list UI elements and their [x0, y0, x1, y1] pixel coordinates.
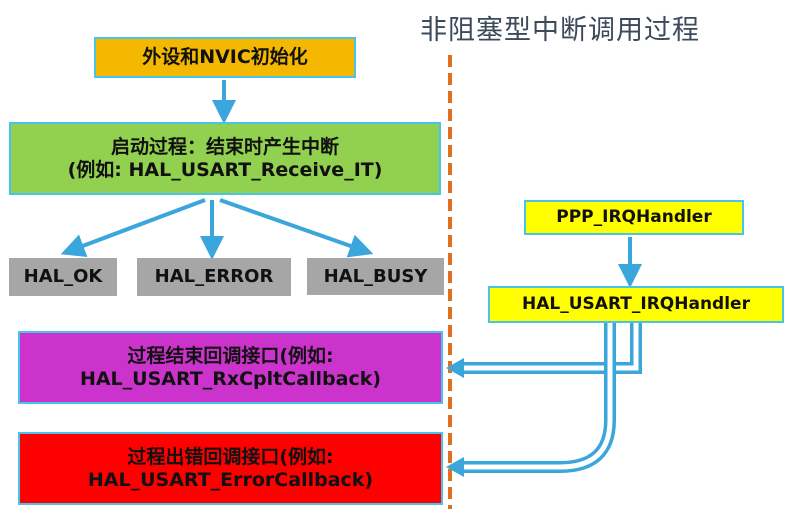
cplt-callback-line2: HAL_USART_RxCpltCallback): [79, 367, 382, 390]
usart-irq-box: HAL_USART_IRQHandler: [488, 286, 784, 323]
arrow-start-to-busy: [219, 198, 374, 258]
arrowhead-err: [446, 457, 464, 477]
usart-irq-label: HAL_USART_IRQHandler: [522, 294, 750, 315]
init-label: 外设和NVIC初始化: [142, 46, 308, 69]
error-callback-box: 过程出错回调接口(例如: HAL_USART_ErrorCallback): [18, 432, 443, 505]
init-box: 外设和NVIC初始化: [94, 37, 356, 78]
diagram-title: 非阻塞型中断调用过程: [420, 15, 700, 46]
arrowhead-cplt: [446, 358, 464, 378]
hal-ok-box: HAL_OK: [9, 258, 117, 296]
start-line2: (例如: HAL_USART_Receive_IT): [67, 158, 383, 181]
hal-error-box: HAL_ERROR: [137, 258, 291, 296]
start-line1: 启动过程：结束时产生中断: [110, 135, 339, 158]
error-callback-line2: HAL_USART_ErrorCallback): [87, 468, 374, 491]
arrow-usart-to-err: [462, 323, 616, 473]
hal-busy-box: HAL_BUSY: [307, 258, 444, 295]
ppp-irq-label: PPP_IRQHandler: [556, 207, 712, 228]
cplt-callback-box: 过程结束回调接口(例如: HAL_USART_RxCpltCallback): [18, 331, 443, 404]
start-box: 启动过程：结束时产生中断 (例如: HAL_USART_Receive_IT): [9, 122, 441, 195]
ppp-irq-box: PPP_IRQHandler: [524, 200, 744, 235]
cplt-callback-line1: 过程结束回调接口(例如:: [127, 344, 334, 367]
hal-busy-label: HAL_BUSY: [323, 265, 428, 287]
arrow-start-to-ok: [60, 198, 206, 258]
error-callback-line1: 过程出错回调接口(例如:: [127, 445, 334, 468]
hal-ok-label: HAL_OK: [23, 266, 103, 288]
hal-error-label: HAL_ERROR: [154, 266, 274, 288]
